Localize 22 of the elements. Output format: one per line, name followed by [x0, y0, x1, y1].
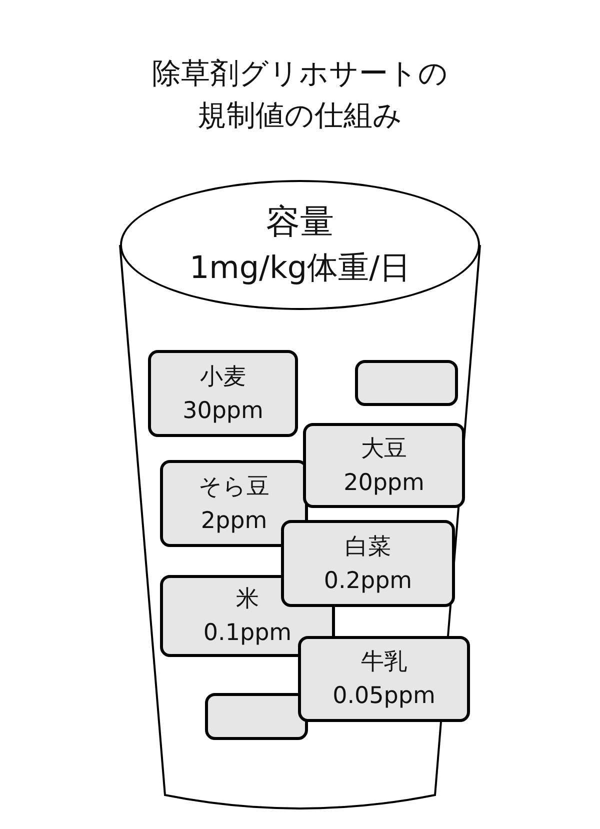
food-box: [298, 636, 470, 722]
limit-value: 30ppm: [182, 396, 264, 426]
limit-value: 0.05ppm: [332, 682, 436, 711]
food-name: 白菜: [345, 532, 391, 562]
limit-value: 0.2ppm: [324, 566, 412, 596]
food-box: [281, 520, 455, 607]
food-box: [148, 350, 298, 437]
food-name: 牛乳: [361, 648, 407, 677]
food-name: 大豆: [361, 434, 407, 464]
food-name: 小麦: [200, 362, 246, 392]
limit-value: 0.1ppm: [203, 619, 292, 648]
limit-value: 2ppm: [200, 506, 268, 536]
food-box: [303, 423, 465, 508]
food-name: 米: [236, 585, 259, 614]
empty-box: [205, 693, 308, 740]
limit-value: 20ppm: [344, 468, 424, 498]
title: 除草剤グリホサートの規制値の仕組み: [152, 55, 448, 134]
food-name: そら豆: [198, 472, 270, 502]
capacity-value: 1mg/kg体重/日: [189, 249, 411, 288]
capacity-heading: 容量: [266, 201, 334, 244]
empty-box: [355, 360, 458, 406]
food-box: [160, 460, 308, 547]
